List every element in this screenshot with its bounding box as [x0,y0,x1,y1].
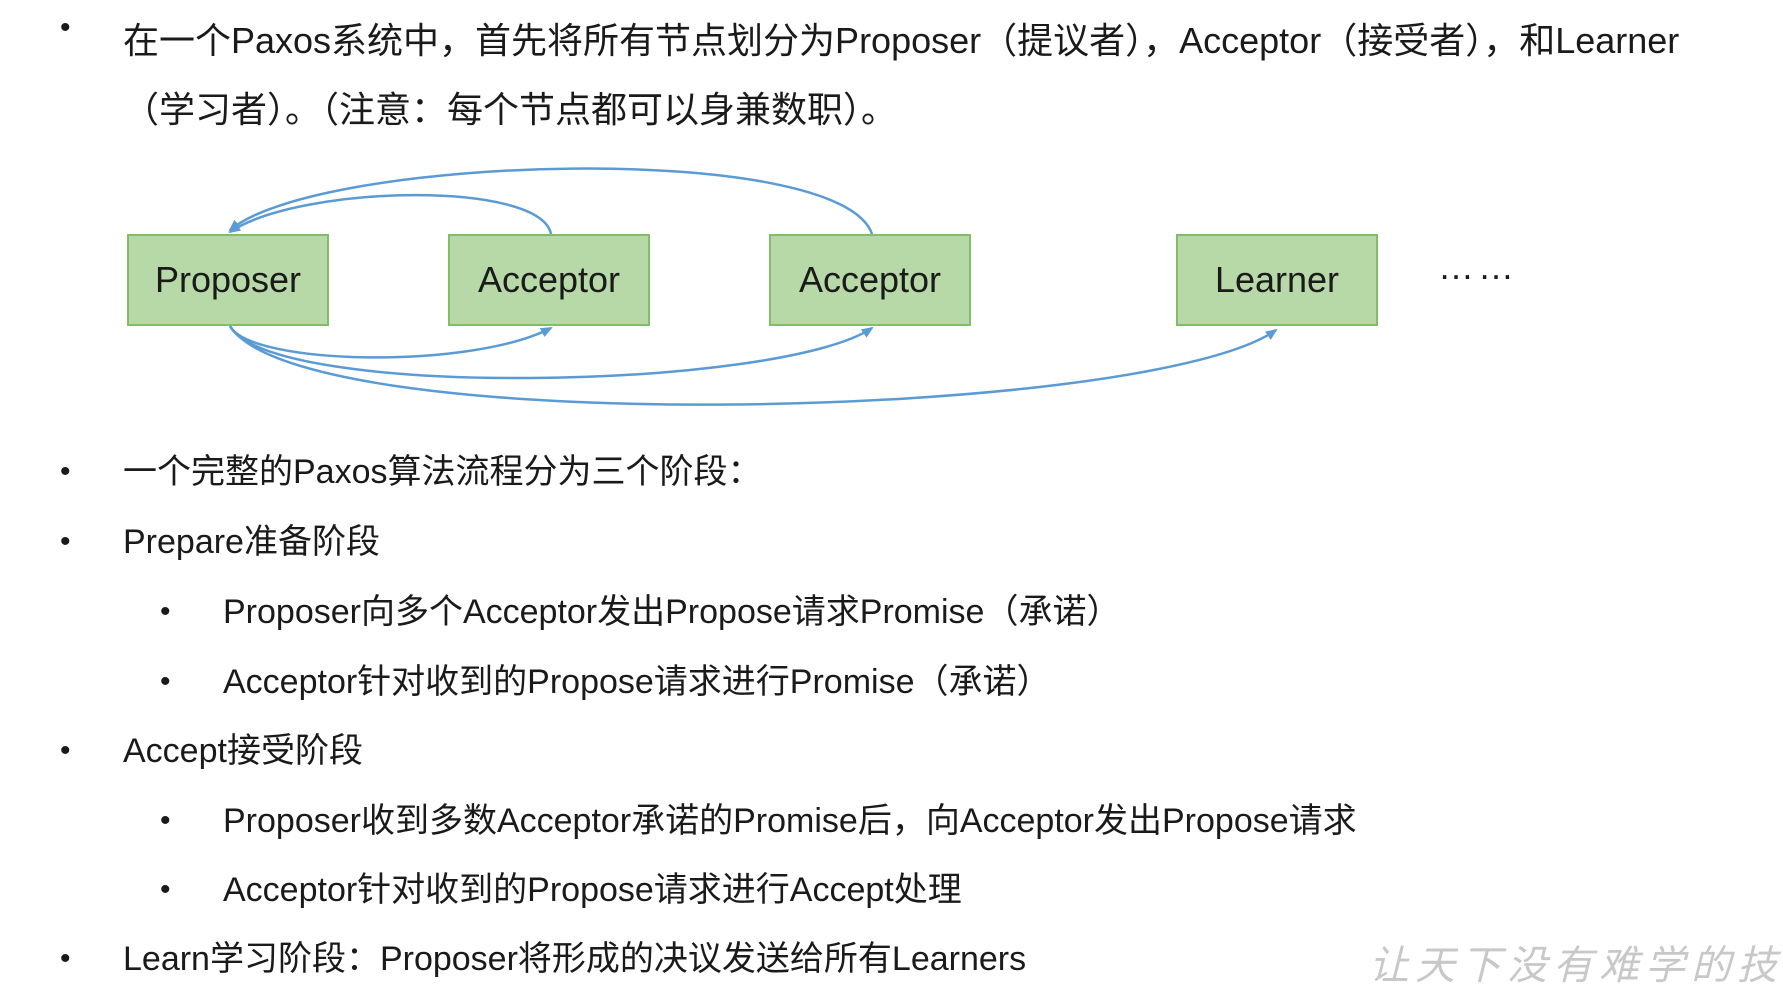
arrow-proposer-to-acceptor1 [228,325,553,359]
node-learner: Learner [1176,234,1378,326]
bullet-6: • [160,873,171,906]
list-item-prepare-1: Proposer向多个Acceptor发出Propose请求Promise（承诺… [223,593,1121,631]
bullet-2: • [160,595,171,628]
bullet-3: • [160,665,171,698]
arrow-acceptor1-to-proposer [228,193,553,235]
intro-bullet: • [60,11,71,44]
list-item-accept-2: Acceptor针对收到的Propose请求进行Accept处理 [223,871,962,909]
bullet-7: • [60,942,71,975]
list-item-accept-1: Proposer收到多数Acceptor承诺的Promise后，向Accepto… [223,802,1357,840]
watermark: 让天下没有难学的技 [1369,943,1783,989]
bullet-0: • [60,455,71,488]
bullet-1: • [60,525,71,558]
bullet-4: • [60,734,71,767]
intro-paragraph: 在一个Paxos系统中，首先将所有节点划分为Proposer（提议者），Acce… [123,20,1680,130]
list-item-prepare: Prepare准备阶段 [123,523,380,561]
arrow-acceptor2-to-proposer [228,167,874,235]
arrow-proposer-to-acceptor2 [228,325,874,380]
node-acceptor-1: Acceptor [448,234,650,326]
node-acceptor-2: Acceptor [769,234,971,326]
bullet-5: • [160,804,171,837]
diagram-ellipsis: …… [1438,246,1518,287]
list-item-phases: 一个完整的Paxos算法流程分为三个阶段： [123,453,762,491]
list-item-learn: Learn学习阶段：Proposer将形成的决议发送给所有Learners [123,940,1027,978]
arrow-proposer-to-learner [228,325,1278,406]
list-item-prepare-2: Acceptor针对收到的Propose请求进行Promise（承诺） [223,663,1051,701]
node-proposer: Proposer [127,234,329,326]
list-item-accept: Accept接受阶段 [123,732,363,770]
